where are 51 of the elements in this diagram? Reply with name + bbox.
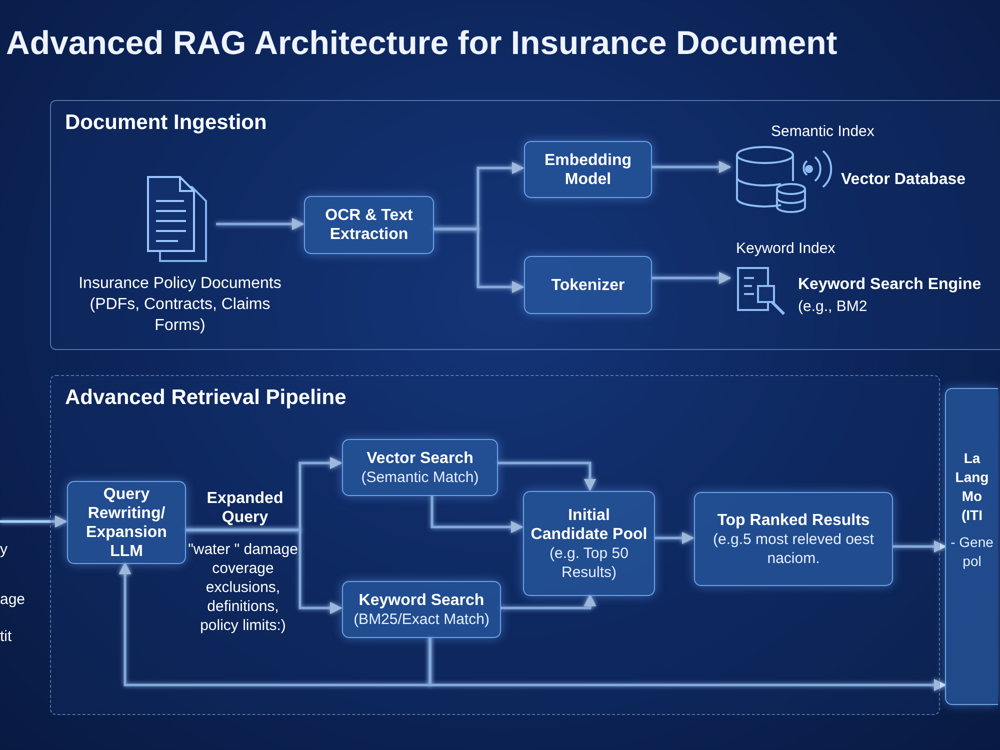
box-title: Tokenizer: [551, 276, 625, 294]
index-example: (e.g., BM2: [798, 298, 868, 315]
box-subtitle: (e.g. Top 50 Results): [548, 544, 630, 582]
process-box: [342, 581, 501, 638]
arrow: [651, 160, 732, 174]
index-name: Vector Database: [841, 171, 966, 189]
partial-label: age: [0, 590, 26, 609]
annotation-label: Expanded Query: [206, 489, 284, 527]
box-title: Top Ranked Results: [717, 510, 870, 530]
partial-label: y: [0, 540, 8, 559]
process-box: [945, 388, 998, 705]
box-title: Query Rewriting/ Expansion LLM: [85, 484, 168, 560]
index-heading: Keyword Index: [736, 240, 836, 257]
diagram-title: Advanced RAG Architecture for Insurance Document: [6, 24, 838, 62]
arrow: [654, 532, 694, 544]
index-heading: Semantic Index: [771, 123, 874, 140]
box-title: Vector Search: [366, 448, 474, 468]
partial-label: tit: [0, 627, 13, 646]
index-name: Keyword Search Engine: [798, 276, 982, 294]
process-box: [694, 492, 893, 586]
arrow: [216, 218, 304, 230]
arrow: [892, 540, 946, 553]
process-box: [342, 439, 498, 496]
node-caption: Insurance Policy Documents (PDFs, Contracts, Claims Forms): [78, 274, 282, 336]
box-title: Embedding Model: [543, 150, 633, 188]
arrow: [0, 515, 68, 528]
section-panel: [50, 375, 940, 715]
box-title: La Lang Mo (ITI: [954, 449, 990, 525]
box-subtitle: - Gene pol: [950, 533, 994, 571]
process-box: [304, 196, 434, 254]
box-title: Initial Candidate Pool: [530, 506, 648, 544]
process-box: [524, 256, 652, 314]
query-example: "water " damage coverage exclusions, definitions, policy limits:): [188, 540, 298, 635]
arrow: [185, 528, 342, 614]
section-panel: [50, 100, 1000, 350]
process-box: [523, 491, 655, 596]
arrow: [118, 562, 432, 686]
arrow: [651, 272, 732, 284]
process-box: [524, 141, 652, 198]
box-title: OCR & Text Extraction: [324, 206, 414, 244]
section-title: Advanced Retrieval Pipeline: [65, 386, 346, 410]
arrow: [500, 594, 596, 610]
arrow: [433, 228, 524, 294]
box-subtitle: (e.g.5 most releved oest naciom.: [712, 530, 875, 568]
box-title: Keyword Search: [358, 590, 484, 610]
process-box: [67, 481, 186, 564]
section-title: Document Ingestion: [65, 111, 267, 135]
box-subtitle: (BM25/Exact Match): [354, 610, 490, 628]
box-subtitle: (Semantic Match): [361, 468, 479, 486]
arrow: [430, 495, 524, 534]
arrow: [497, 462, 596, 492]
